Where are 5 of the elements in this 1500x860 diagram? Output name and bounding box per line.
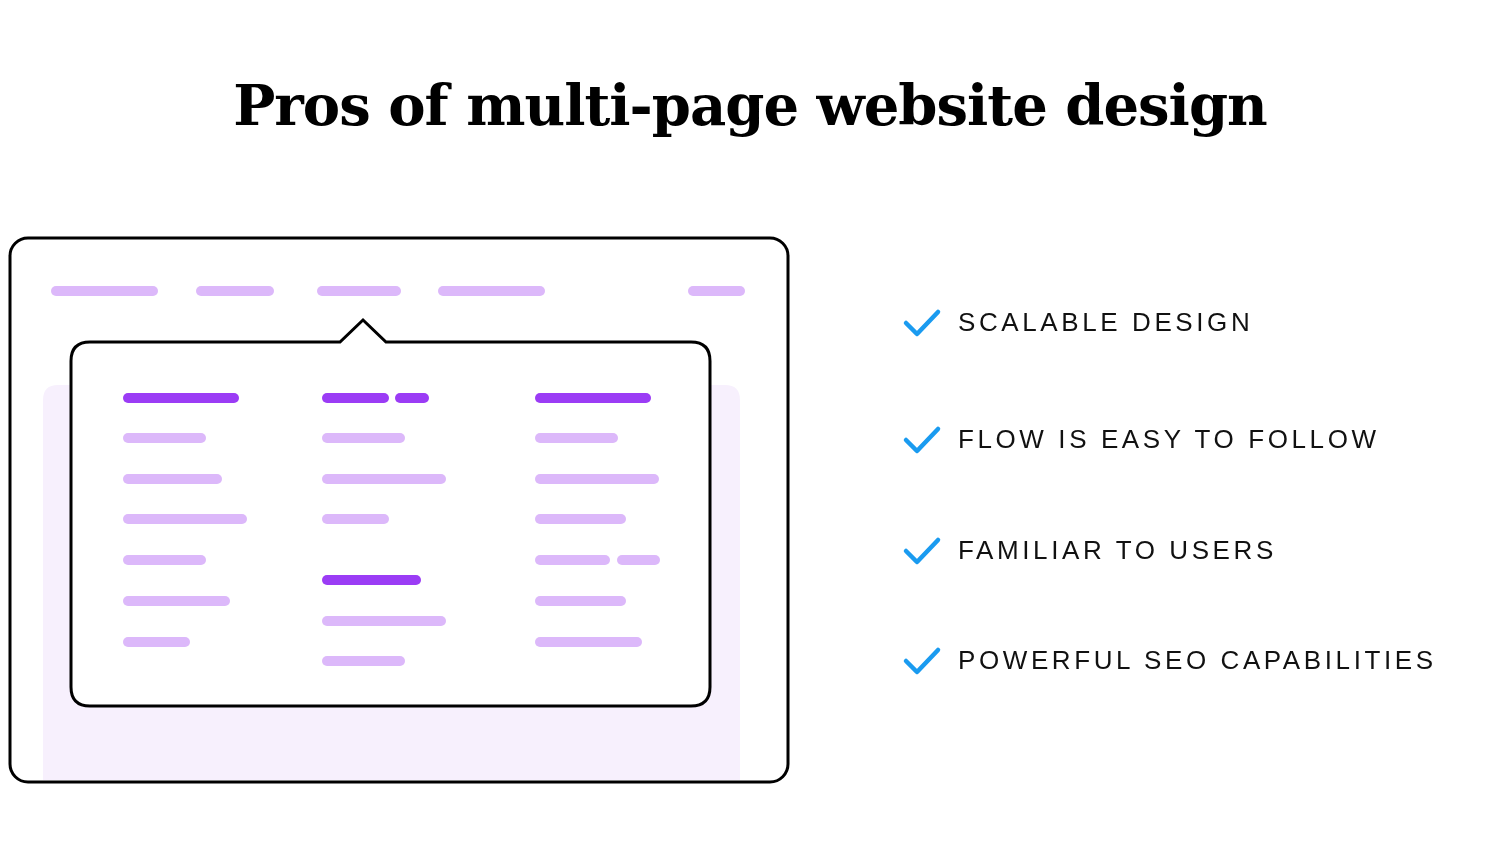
benefit-text: FAMILIAR TO USERS: [958, 535, 1277, 566]
benefit-text: SCALABLE DESIGN: [958, 307, 1254, 338]
benefit-text: POWERFUL SEO CAPABILITIES: [958, 645, 1437, 676]
benefit-text: FLOW IS EASY TO FOLLOW: [958, 424, 1380, 455]
page-title: Pros of multi-page website design: [233, 72, 1267, 138]
